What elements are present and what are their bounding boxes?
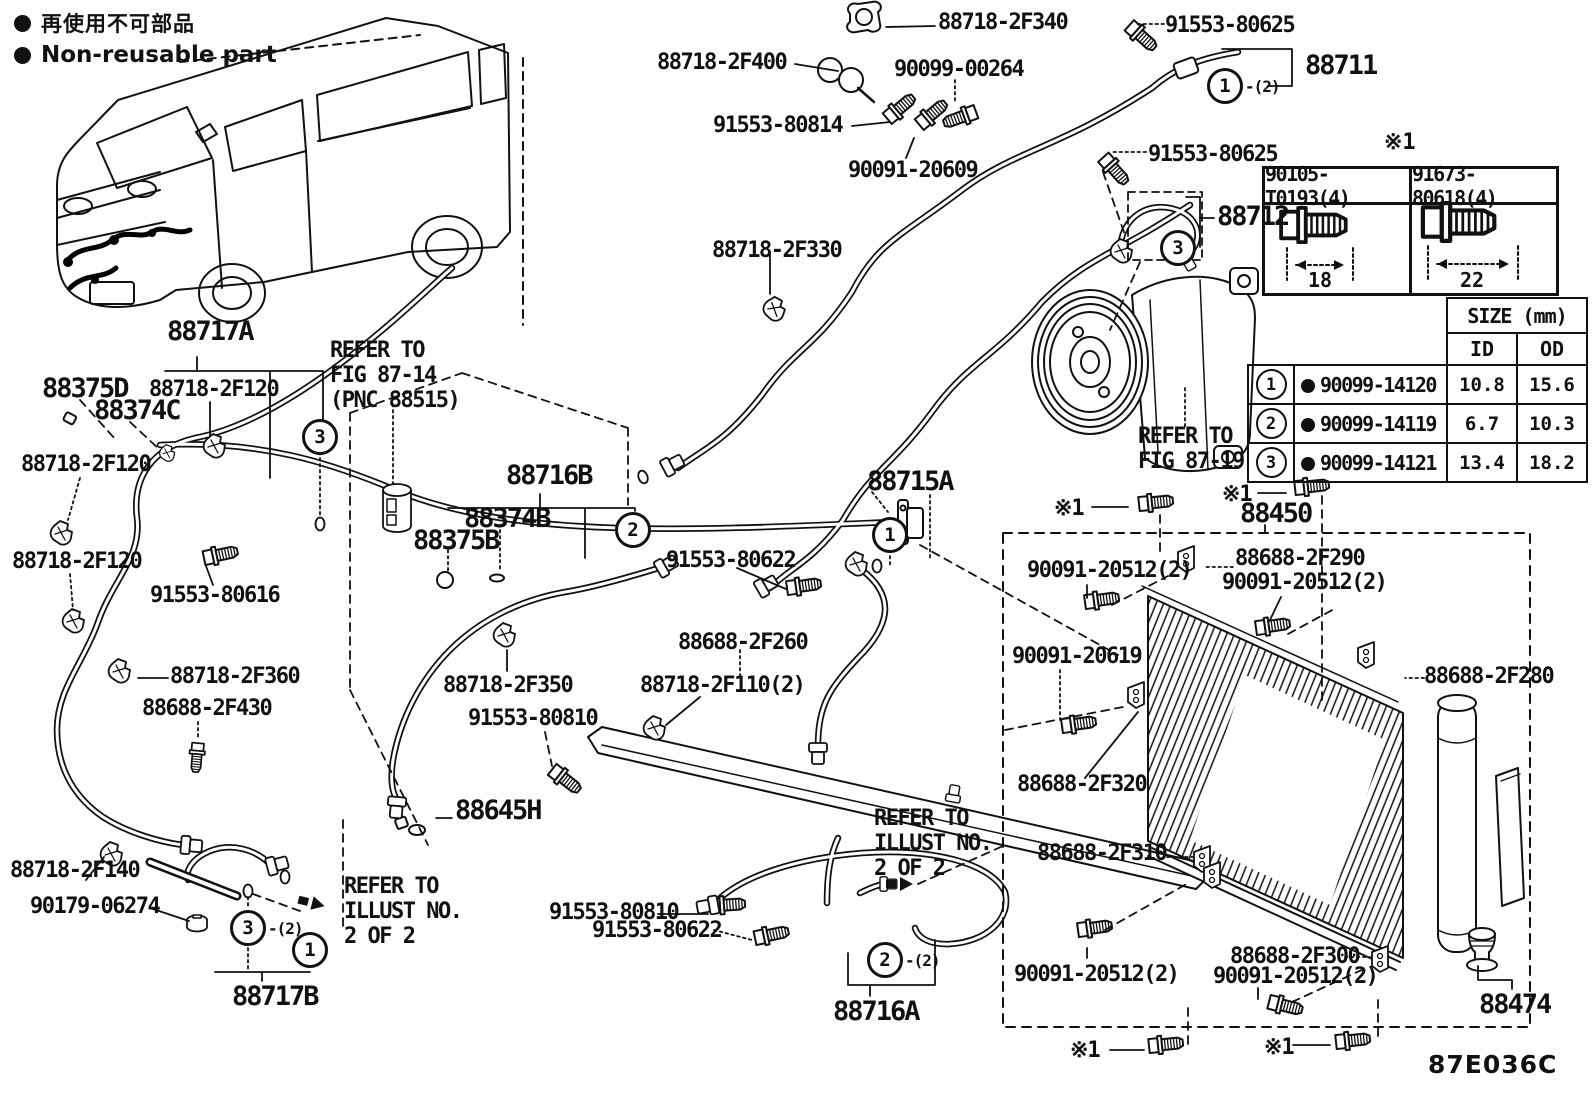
size-id-value: 10.8 bbox=[1446, 364, 1518, 405]
size-table-row: 3 90099-14121 13.4 18.2 bbox=[1247, 442, 1588, 483]
non-reusable-dot-icon bbox=[1301, 417, 1315, 432]
size-table-title: SIZE (mm) bbox=[1446, 297, 1588, 334]
callout-circle: 1 bbox=[1255, 369, 1287, 400]
bolt-length-dimension: 18 bbox=[1308, 268, 1333, 292]
non-reusable-bullet-icon bbox=[14, 46, 31, 64]
legend: 再使用不可部品 Non-reusable part bbox=[14, 8, 277, 72]
washer-88374B bbox=[489, 573, 505, 583]
dimension-arrows bbox=[1286, 245, 1519, 283]
size-table-row: 1 90099-14120 10.8 15.6 bbox=[1247, 364, 1588, 405]
callout-circle: 3 bbox=[1255, 447, 1287, 478]
fastener-part-number: 90105-T0193(4) bbox=[1265, 162, 1412, 210]
clamp-88718-2F400 bbox=[817, 57, 876, 104]
bracket-88718-2F340 bbox=[846, 0, 882, 34]
fastener-table: 90105-T0193(4) 91673-80618(4) bbox=[1262, 161, 1559, 296]
compressor-illustration bbox=[1031, 267, 1259, 472]
size-part-number: 90099-14121 bbox=[1320, 450, 1437, 475]
small-parts bbox=[62, 0, 924, 836]
size-part-number: 90099-14120 bbox=[1320, 372, 1437, 397]
van-illustration bbox=[56, 17, 524, 326]
size-od-value: 15.6 bbox=[1516, 364, 1588, 405]
grommet-88375D bbox=[62, 411, 78, 426]
size-id-value: 6.7 bbox=[1446, 403, 1518, 444]
stay-bracket bbox=[587, 726, 1209, 890]
non-reusable-dot-icon bbox=[1301, 456, 1315, 471]
size-table-row: 2 90099-14119 6.7 10.3 bbox=[1247, 403, 1588, 444]
ac-harness-highlight bbox=[63, 226, 193, 291]
refer-arrow-icon bbox=[295, 891, 328, 914]
callout-circle: 2 bbox=[1255, 408, 1287, 439]
condenser-assembly bbox=[1002, 532, 1531, 1028]
size-id-value: 13.4 bbox=[1446, 442, 1518, 483]
pipe-fittings bbox=[179, 56, 1200, 918]
expansion-valve bbox=[382, 483, 412, 533]
size-col-od: OD bbox=[1516, 332, 1588, 366]
refrigerant-pipes bbox=[57, 52, 1238, 944]
leader-lines bbox=[67, 23, 1513, 1051]
flange-plate bbox=[897, 499, 924, 545]
direction-arrows bbox=[295, 876, 914, 914]
fastener-part-number: 91673-80618(4) bbox=[1412, 161, 1498, 210]
legend-row-en: Non-reusable part bbox=[14, 42, 277, 68]
size-od-value: 10.3 bbox=[1516, 403, 1588, 444]
cap-88474 bbox=[1466, 927, 1498, 972]
size-col-id: ID bbox=[1446, 332, 1518, 366]
size-od-value: 18.2 bbox=[1516, 442, 1588, 483]
legend-text-en: Non-reusable part bbox=[41, 42, 277, 68]
legend-row-jp: 再使用不可部品 bbox=[14, 8, 277, 38]
legend-text-jp: 再使用不可部品 bbox=[41, 12, 195, 36]
bolt-length-dimension: 22 bbox=[1460, 268, 1485, 292]
size-table: SIZE (mm) ID OD 1 90099-14120 10.8 15.6 … bbox=[1247, 297, 1588, 483]
diagram-code: 87E036C bbox=[1428, 1050, 1558, 1079]
non-reusable-bullet-icon bbox=[14, 14, 31, 32]
size-part-number: 90099-14119 bbox=[1320, 411, 1437, 436]
non-reusable-dot-icon bbox=[1301, 378, 1315, 393]
grommet-88375B bbox=[436, 571, 454, 589]
fastener-table-title: ※1 bbox=[1384, 130, 1416, 155]
